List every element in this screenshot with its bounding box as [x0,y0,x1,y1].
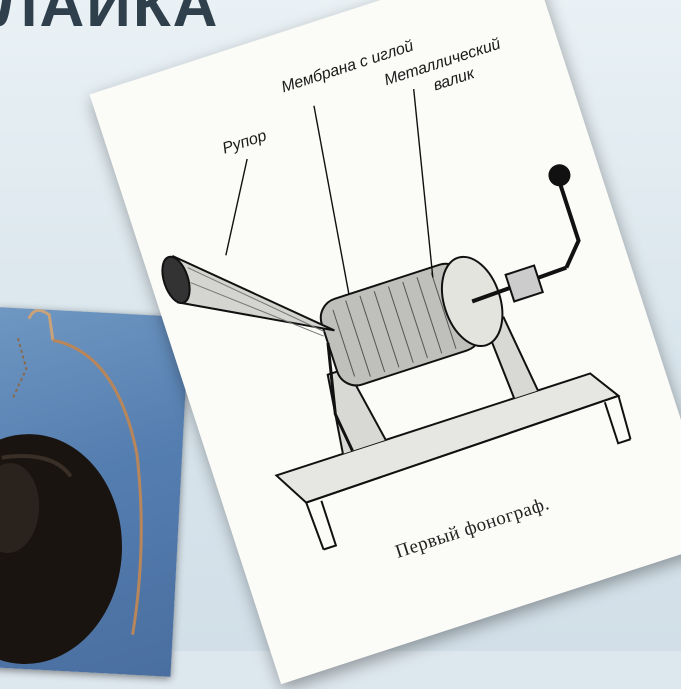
device-photo [0,307,189,676]
slide-title: ЛАЙКА [0,0,219,41]
device-photo-drawing [0,307,189,676]
